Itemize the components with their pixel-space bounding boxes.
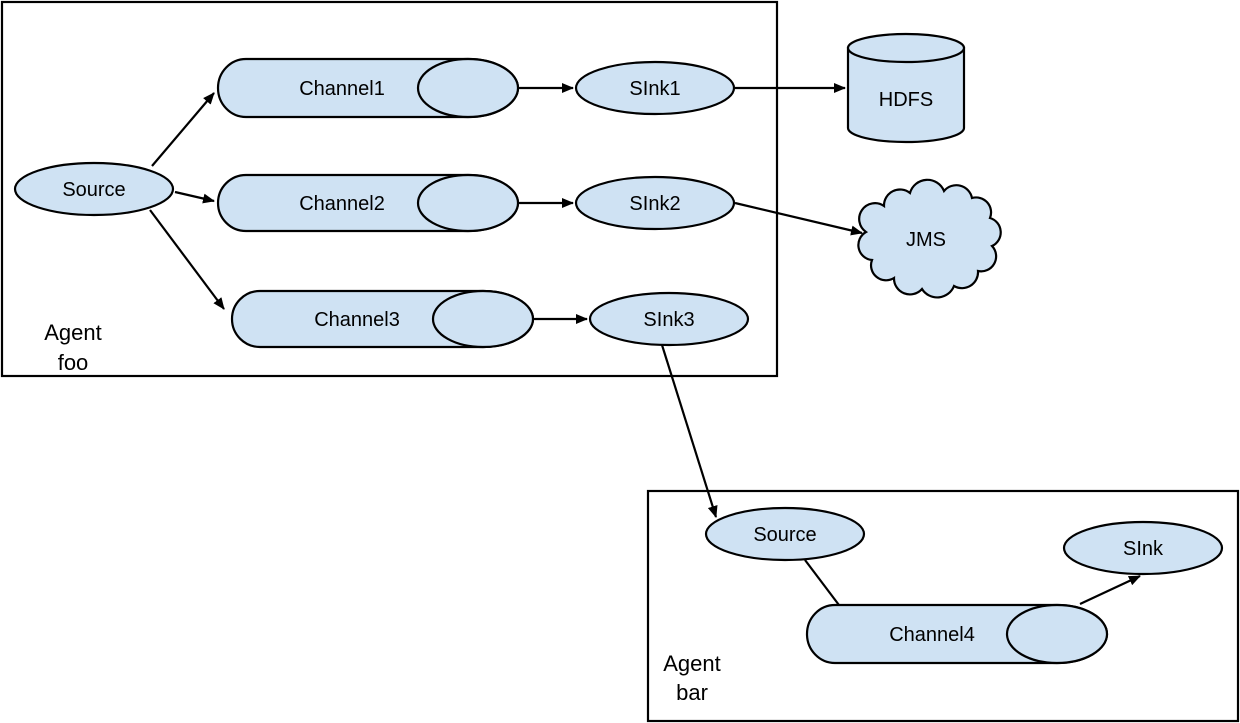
source-foo-shape (13, 161, 175, 217)
channel4-label: Channel4 (889, 624, 975, 646)
edge-source-channel3 (149, 209, 225, 310)
edges (149, 83, 1141, 618)
jms-node: JMS (857, 178, 1002, 299)
sink2-label: SInk2 (629, 193, 680, 215)
agent-bar-label-line1: Agent (663, 651, 721, 676)
sink-bar-node: SInk (1062, 520, 1224, 576)
channel2-node: Channel2 (216, 173, 520, 233)
hdfs-body (846, 46, 966, 144)
hdfs-label: HDFS (879, 89, 933, 111)
sink1-label: SInk1 (629, 78, 680, 100)
agent-foo-label: Agent foo (44, 320, 102, 375)
channel1-node: Channel1 (216, 57, 520, 119)
jms-label: JMS (906, 229, 946, 251)
agent-bar-label-line2: bar (676, 680, 708, 705)
source-bar-shape (704, 506, 866, 562)
sink1-shape (574, 60, 736, 116)
source-bar-node: Source (704, 506, 866, 562)
channel3-node: Channel3 (230, 289, 535, 349)
sink2-shape (574, 175, 736, 231)
channel1-label: Channel1 (299, 78, 385, 100)
source-bar-label: Source (753, 524, 816, 546)
edge-source-channel1 (151, 92, 215, 167)
channel3-end (431, 289, 535, 349)
sink-bar-label: SInk (1123, 538, 1164, 560)
edge-source-channel2 (174, 190, 215, 204)
agent-foo-label-line1: Agent (44, 320, 102, 345)
edge-channel4-sink (1079, 575, 1141, 605)
hdfs-node: HDFS (846, 32, 966, 144)
channel3-label: Channel3 (314, 309, 400, 331)
source-foo-node: Source (13, 161, 175, 217)
jms-cloud-shape (857, 178, 1002, 299)
sink2-node: SInk2 (574, 175, 736, 231)
agent-bar-label: Agent bar (663, 651, 721, 705)
channel2-end (416, 173, 520, 233)
channel4-node: Channel4 (805, 603, 1109, 665)
channel4-end (1005, 603, 1109, 665)
sink1-node: SInk1 (574, 60, 736, 116)
edge-sink3-source-bar (660, 344, 718, 518)
agent-bar-box (646, 489, 1240, 723)
sink3-shape (588, 291, 750, 347)
sink-bar-shape (1062, 520, 1224, 576)
agent-foo-label-line2: foo (58, 350, 89, 375)
sink3-node: SInk3 (588, 291, 750, 347)
channel1-end (416, 57, 520, 119)
source-foo-label: Source (62, 179, 125, 201)
edge-sink2-jms (734, 201, 863, 236)
channel2-label: Channel2 (299, 193, 385, 215)
sink3-label: SInk3 (643, 309, 694, 331)
hdfs-top (846, 32, 966, 64)
agent-foo-box (0, 0, 779, 378)
